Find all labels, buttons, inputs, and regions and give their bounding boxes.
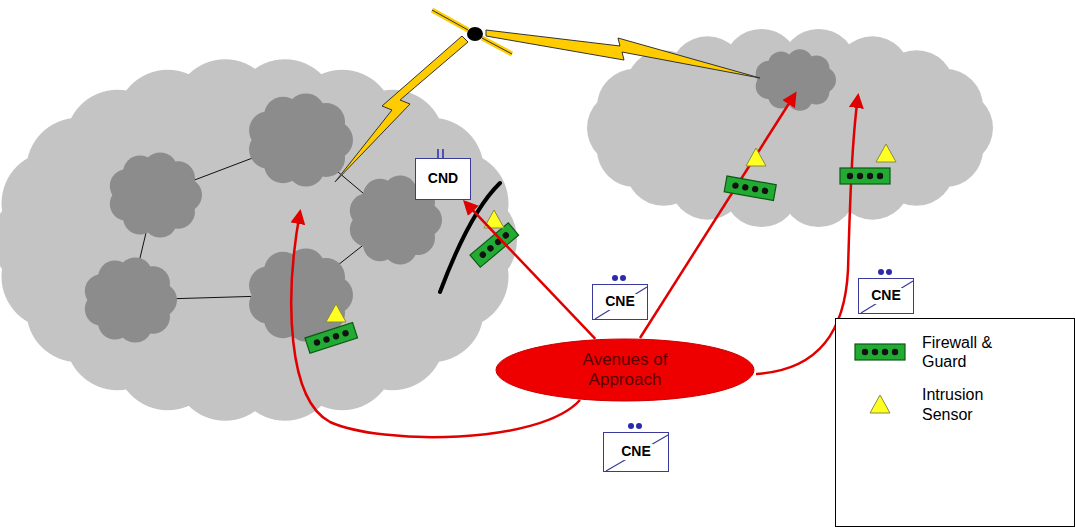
satellite-link <box>486 30 760 78</box>
intrusion-sensor <box>876 144 896 162</box>
box-label: CNE <box>869 288 903 303</box>
firewall-guard <box>305 323 357 354</box>
attack-arrow <box>291 94 858 437</box>
cne-box: CNE <box>592 284 648 320</box>
box-label: CND <box>426 171 460 186</box>
legend-row: Firewall & Guard <box>850 333 1074 371</box>
avenues-ellipse: Avenues of Approach <box>495 338 755 402</box>
firewall-guard <box>840 168 890 184</box>
ellipse-label: Avenues of Approach <box>565 350 685 389</box>
cnd-box: CND <box>415 158 471 200</box>
subnet-cloud <box>85 49 836 342</box>
firewall-guard <box>470 223 519 267</box>
box-label: CNE <box>603 294 637 309</box>
antenna <box>438 149 443 158</box>
intrusion-sensor <box>326 304 346 322</box>
firewall-guard <box>724 176 776 200</box>
legend-label: Intrusion Sensor <box>922 385 1012 423</box>
firewall-sample <box>850 334 910 370</box>
legend: Firewall & GuardIntrusion Sensor <box>835 318 1075 527</box>
intrusion-sensor <box>746 148 766 166</box>
legend-row: Intrusion Sensor <box>850 385 1074 423</box>
cne-box: CNE <box>603 432 669 472</box>
attack-arrow <box>465 202 595 339</box>
sensor-sample <box>850 387 910 423</box>
cne-box: CNE <box>858 278 914 314</box>
satellite <box>432 10 512 54</box>
box-label: CNE <box>619 444 653 459</box>
legend-label: Firewall & Guard <box>922 333 1012 371</box>
